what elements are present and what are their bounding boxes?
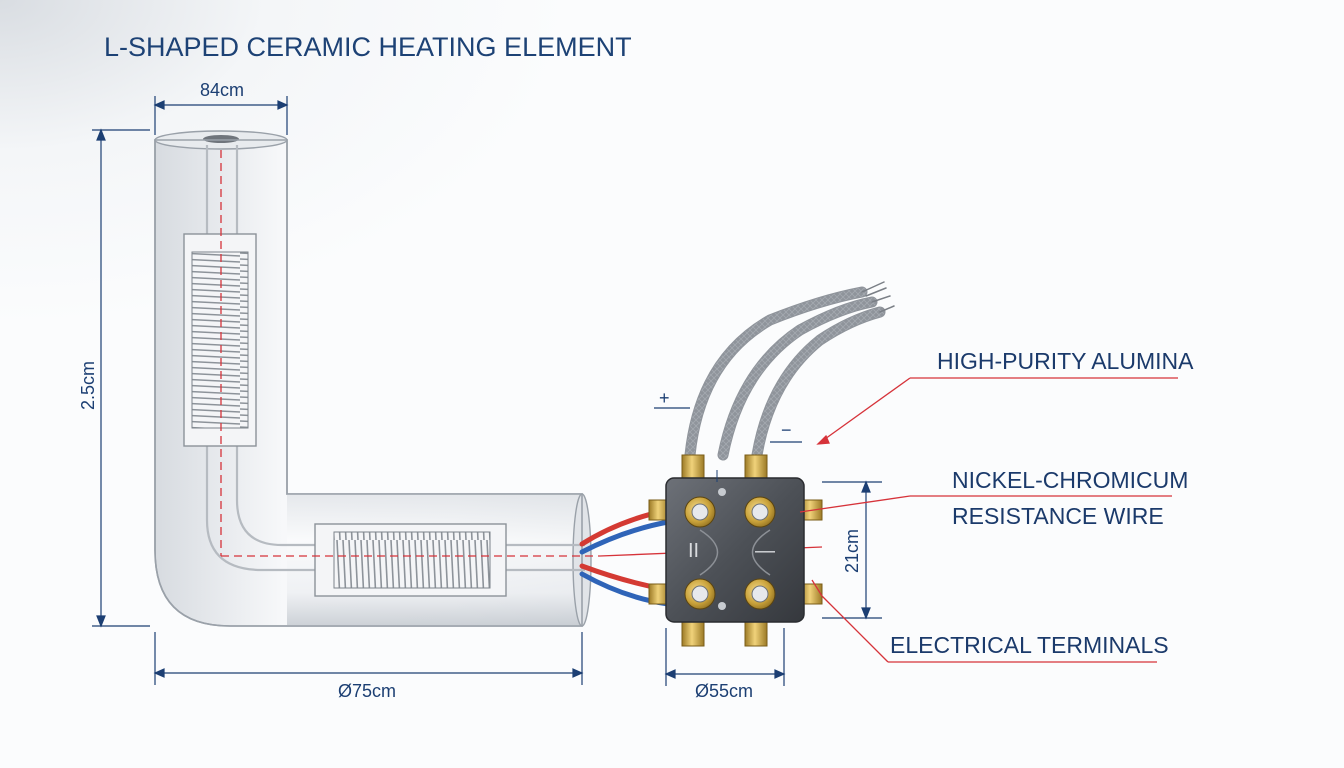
ceramic-tube [154,130,592,627]
box-mark-left: II [688,540,699,562]
box-mark-right: — [755,540,775,562]
terminal-block: II — [648,454,823,647]
horizontal-heating-coil [314,523,507,597]
dim-box-width: Ø55cm [695,681,753,701]
dim-height: 2.5cm [78,361,98,410]
tube-bore [203,135,239,143]
callout-nichrome-line2: RESISTANCE WIRE [952,503,1164,529]
callout-terminals: ELECTRICAL TERMINALS [890,632,1169,658]
braided-cables [684,281,895,461]
callout-nichrome-line1: NICKEL-CHROMICUM [952,467,1188,493]
callout-leaders [799,377,1178,663]
diagram-title: L-SHAPED CERAMIC HEATING ELEMENT [104,32,632,62]
minus-symbol: − [781,420,792,440]
vertical-heating-coil [183,233,257,447]
dim-bottom-width: Ø75cm [338,681,396,701]
dim-box-height: 21cm [842,529,862,573]
dimension-lines [92,96,882,686]
callout-alumina: HIGH-PURITY ALUMINA [937,348,1194,374]
dim-top-width: 84cm [200,80,244,100]
plus-symbol: + [659,388,670,408]
internal-wires [205,145,585,572]
